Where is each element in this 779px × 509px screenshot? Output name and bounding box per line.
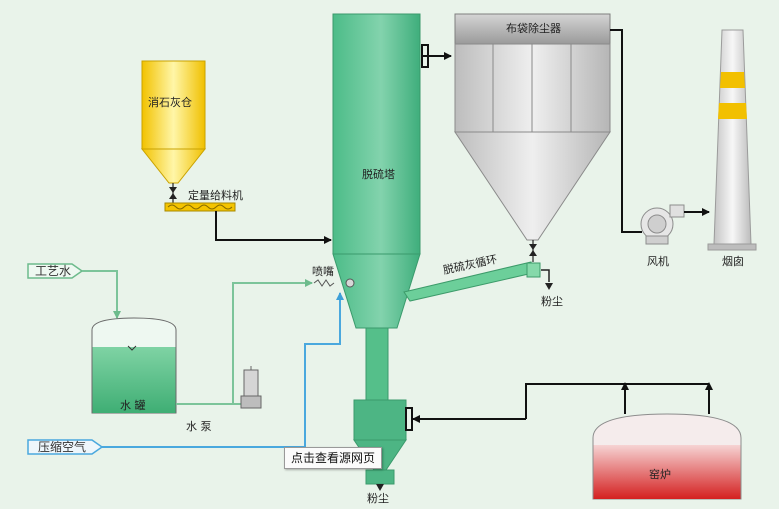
- bag-filter-label: 布袋除尘器: [506, 21, 561, 35]
- valve-icon: [529, 240, 537, 262]
- screw-feeder: 定量给料机: [164, 188, 243, 212]
- lime-silo-label: 消石灰仓: [148, 95, 192, 109]
- process-water-label: 工艺水: [35, 264, 71, 278]
- nozzle: 喷嘴: [312, 265, 355, 288]
- fan-label: 风机: [647, 254, 669, 268]
- chimney: 烟囱: [707, 29, 757, 268]
- chimney-label: 烟囱: [722, 254, 744, 268]
- feed-line: [215, 211, 332, 244]
- tower-label: 脱硫塔: [362, 167, 395, 181]
- fan: 风机: [640, 204, 685, 268]
- feeder-label: 定量给料机: [188, 188, 243, 202]
- dust-arrow-icon: [545, 283, 553, 290]
- pump: 水 泵: [186, 366, 262, 433]
- bag-filter: 布袋除尘器: [454, 13, 611, 241]
- water-tank-label: 水 罐: [120, 399, 146, 412]
- pump-label: 水 泵: [186, 420, 212, 433]
- view-source-tooltip[interactable]: 点击查看源网页: [284, 447, 383, 469]
- dust-right-label: 粉尘: [541, 295, 563, 308]
- water-tank: 水 罐: [91, 317, 177, 414]
- pump-to-nozzle-line: [232, 279, 313, 404]
- dust-bottom-label: 粉尘: [367, 492, 389, 505]
- process-water-tag[interactable]: 工艺水: [27, 263, 84, 279]
- dust-arrow-icon: [376, 484, 384, 491]
- desulfurization-tower: 脱硫塔: [332, 13, 421, 485]
- compressed-air-label: 压缩空气: [38, 439, 86, 454]
- compressed-air-line: [102, 292, 344, 448]
- flue-connector: [421, 44, 452, 68]
- lime-silo: 消石灰仓: [140, 60, 207, 184]
- compressed-air-tag[interactable]: 压缩空气: [27, 439, 104, 455]
- nozzle-label: 喷嘴: [312, 265, 334, 278]
- kiln-label: 窑炉: [649, 467, 671, 481]
- valve-icon: [169, 183, 177, 203]
- filter-to-fan-line: [610, 29, 642, 233]
- kiln: 窑炉: [592, 413, 742, 500]
- process-water-line: [82, 270, 121, 319]
- recycle-chute: 脱硫灰循环: [403, 252, 550, 302]
- kiln-flue-lines: [405, 382, 713, 431]
